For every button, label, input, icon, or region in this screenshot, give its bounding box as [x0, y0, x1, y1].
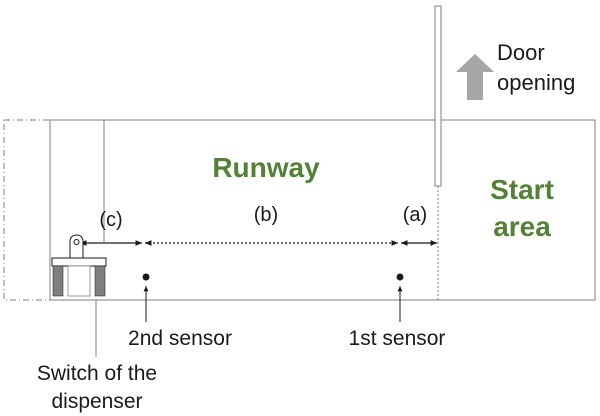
door-label-line2: opening: [497, 70, 575, 95]
apparatus-box: [49, 119, 596, 301]
segment-c-label: (c): [99, 209, 122, 231]
start-area-label-line1: Start: [490, 174, 554, 205]
switch-label-line1: Switch of the: [37, 362, 157, 385]
runway-label: Runway: [212, 152, 320, 183]
segment-a-label: (a): [403, 204, 427, 226]
second-sensor-label: 2nd sensor: [128, 327, 232, 350]
door-up-arrow-icon: [456, 54, 494, 100]
first-sensor-label: 1st sensor: [349, 327, 446, 350]
first-sensor-dot: [396, 273, 404, 281]
second-sensor-dot: [142, 273, 150, 281]
door-label-line1: Door: [497, 40, 545, 65]
dispenser-housing-outline: [3, 119, 51, 301]
sliding-door: [434, 5, 442, 187]
segment-b-label: (b): [254, 204, 278, 226]
start-area-label-line2: area: [493, 211, 551, 242]
switch-label-line2: dispenser: [51, 390, 142, 413]
dispenser-switch: [51, 234, 107, 297]
